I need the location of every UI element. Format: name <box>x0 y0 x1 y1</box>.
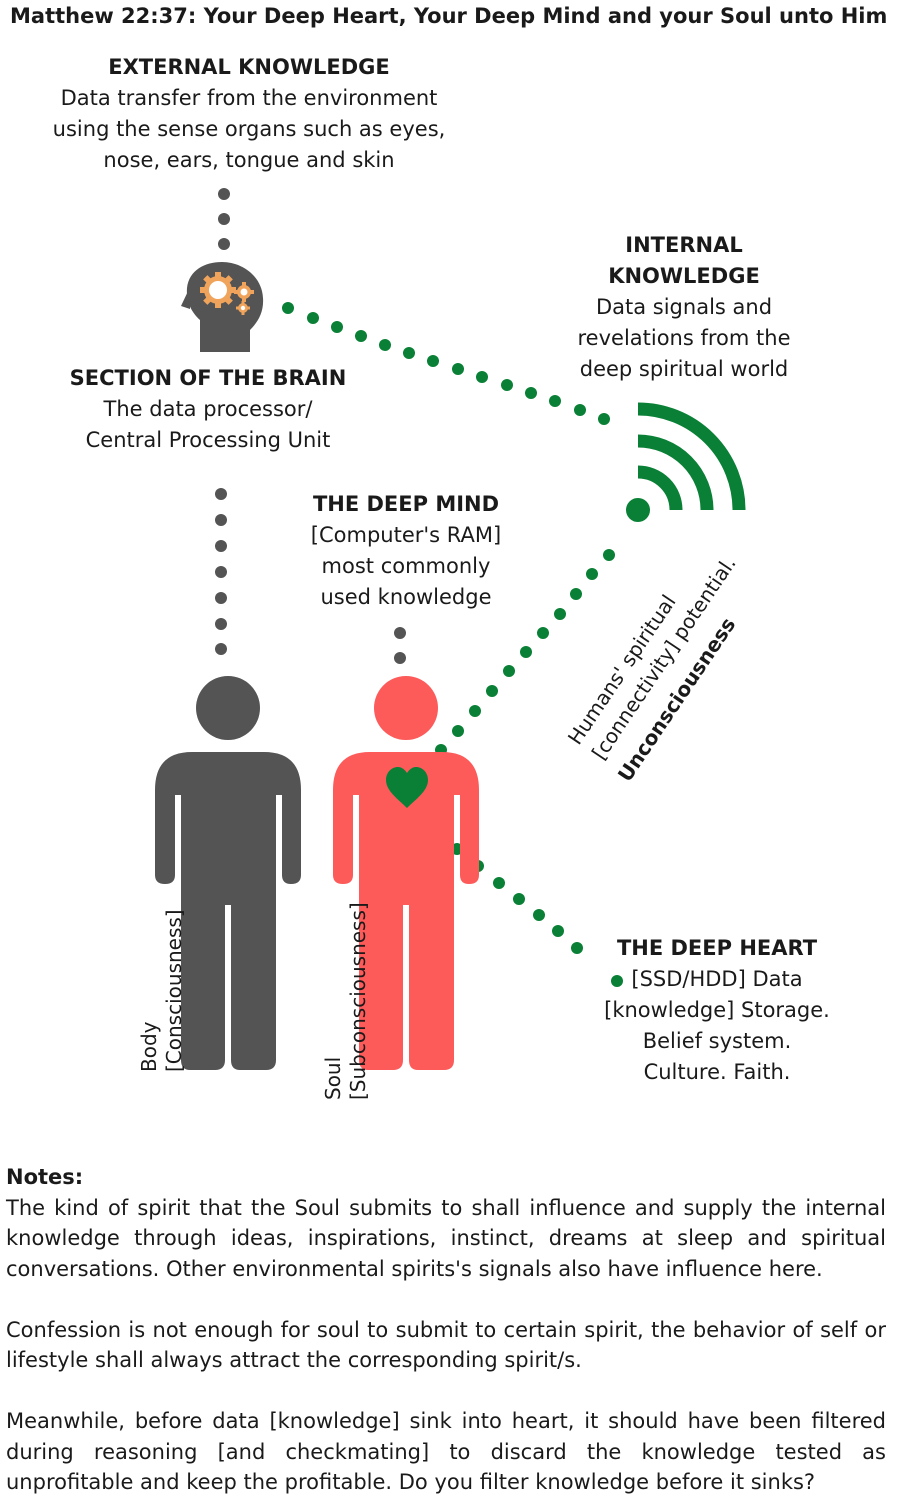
deep-heart-heading: THE DEEP HEART <box>616 936 818 960</box>
notes-heading: Notes: <box>6 1165 84 1189</box>
head-gears-icon <box>181 262 264 352</box>
deep-heart-block: THE DEEP HEART [SSD/HDD] Data [knowledge… <box>598 933 836 1088</box>
brain-section-block: SECTION OF THE BRAIN The data processor/… <box>58 363 358 456</box>
heart-icon <box>386 767 428 808</box>
internal-knowledge-line-1: Data signals and <box>595 295 773 319</box>
internal-knowledge-line-3: deep spiritual world <box>579 357 789 381</box>
body-label-line-2: [Consciousness] <box>162 909 186 1072</box>
notes-paragraph-2: Confession is not enough for soul to sub… <box>6 1317 886 1373</box>
deep-heart-line-2: [knowledge] Storage. <box>604 998 830 1022</box>
deep-mind-heading: THE DEEP MIND <box>312 492 500 516</box>
internal-knowledge-block: INTERNAL KNOWLEDGE Data signals and reve… <box>564 230 804 385</box>
wifi-signal-icon <box>626 402 746 522</box>
body-figure-icon <box>155 676 301 1070</box>
dots-external-to-brain <box>218 188 230 250</box>
dots-brain-to-signal <box>282 302 610 425</box>
internal-knowledge-line-2: revelations from the <box>577 326 791 350</box>
body-label-line-1: Body <box>137 1021 161 1073</box>
deep-heart-line-1: [SSD/HDD] Data <box>631 967 803 991</box>
notes-section: Notes: The kind of spirit that the Soul … <box>6 1162 886 1498</box>
dots-brain-to-body <box>215 488 227 655</box>
brain-section-line-2: Central Processing Unit <box>85 428 331 452</box>
deep-heart-line-3: Belief system. <box>642 1029 792 1053</box>
diagram-canvas <box>155 188 746 1070</box>
soul-label-line-1: Soul <box>321 1056 345 1100</box>
external-knowledge-heading: EXTERNAL KNOWLEDGE <box>108 55 390 79</box>
external-knowledge-block: EXTERNAL KNOWLEDGE Data transfer from th… <box>48 52 450 176</box>
deep-mind-line-3: used knowledge <box>320 585 492 609</box>
notes-paragraph-1: The kind of spirit that the Soul submits… <box>6 1195 886 1281</box>
deep-mind-line-1: [Computer's RAM] <box>310 523 502 547</box>
dots-deepmind-to-soul <box>394 627 406 664</box>
soul-figure-icon <box>333 676 479 1070</box>
internal-knowledge-heading-2: KNOWLEDGE <box>608 264 760 288</box>
deep-heart-line-4: Culture. Faith. <box>643 1060 791 1084</box>
notes-paragraph-3: Meanwhile, before data [knowledge] sink … <box>6 1409 886 1494</box>
internal-knowledge-heading-1: INTERNAL <box>625 233 743 257</box>
brain-section-heading: SECTION OF THE BRAIN <box>69 366 347 390</box>
deep-mind-block: THE DEEP MIND [Computer's RAM] most comm… <box>296 489 516 613</box>
external-knowledge-line-1: Data transfer from the environment <box>60 86 438 110</box>
external-knowledge-line-3: nose, ears, tongue and skin <box>103 148 395 172</box>
page-title: Matthew 22:37: Your Deep Heart, Your Dee… <box>10 4 888 28</box>
external-knowledge-line-2: using the sense organs such as eyes, <box>52 117 446 141</box>
brain-section-line-1: The data processor/ <box>103 397 313 421</box>
deep-mind-line-2: most commonly <box>321 554 491 578</box>
soul-label-line-2: [Subconsciousness] <box>346 902 370 1100</box>
